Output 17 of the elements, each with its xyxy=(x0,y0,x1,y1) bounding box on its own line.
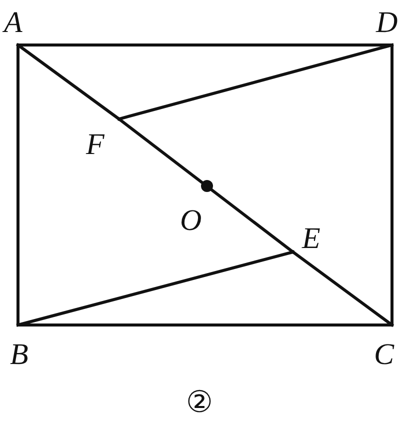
point-label: F xyxy=(86,130,104,160)
line-segment xyxy=(16,44,20,326)
line-segment xyxy=(390,44,394,326)
line-segment xyxy=(16,250,294,326)
line-segment xyxy=(16,324,394,326)
point-label: D xyxy=(376,8,398,38)
line-segment xyxy=(16,44,120,120)
point-label: C xyxy=(374,340,394,370)
line-segment xyxy=(118,44,394,120)
figure-caption: ② xyxy=(186,386,213,420)
point-label: B xyxy=(10,340,28,370)
line-segment xyxy=(118,118,294,254)
line-segment xyxy=(16,44,394,46)
line-segment xyxy=(292,250,394,326)
point-label: E xyxy=(302,224,320,254)
point-label: O xyxy=(180,206,202,236)
point-label: A xyxy=(4,8,22,38)
